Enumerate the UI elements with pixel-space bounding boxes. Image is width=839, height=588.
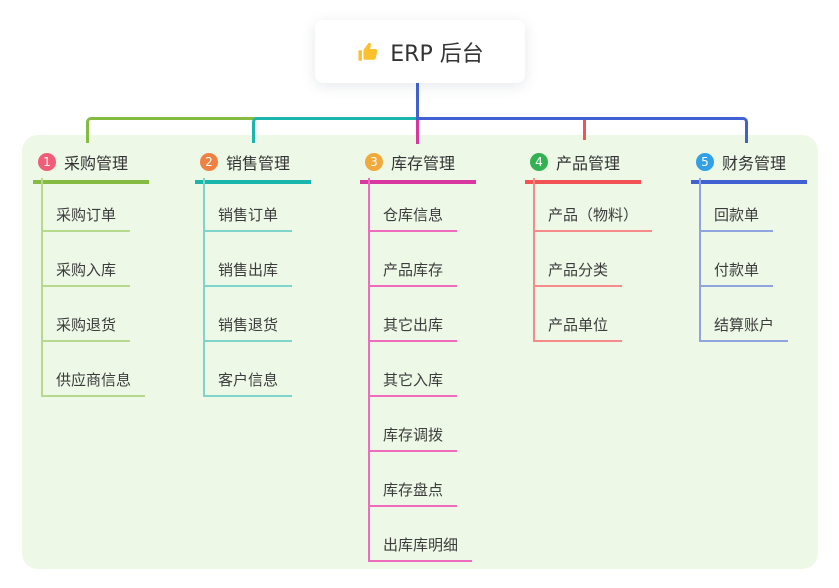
subtopic-node[interactable]: 结算账户 — [699, 314, 789, 342]
connector-branch-5 — [417, 117, 748, 143]
mind-map-panel — [22, 135, 818, 569]
root-topic-label: ERP 后台 — [390, 41, 484, 67]
topic-node[interactable]: 5 财务管理 — [691, 150, 807, 184]
topic-label: 产品管理 — [556, 154, 621, 173]
subtopic-node[interactable]: 其它出库 — [368, 314, 458, 342]
connector-branch-4 — [583, 120, 586, 140]
branch-number-badge: 2 — [200, 153, 218, 171]
branch-spine — [368, 178, 370, 562]
branch-spine — [203, 178, 205, 397]
subtopic-node[interactable]: 产品（物料） — [533, 204, 653, 232]
topic-label: 采购管理 — [64, 154, 129, 173]
subtopic-node[interactable]: 客户信息 — [203, 369, 293, 397]
subtopic-node[interactable]: 供应商信息 — [41, 369, 146, 397]
branch-number-badge: 4 — [530, 153, 548, 171]
connector-branch-1 — [86, 117, 417, 143]
connector-root-stem — [416, 83, 419, 120]
topic-node[interactable]: 2 销售管理 — [195, 150, 311, 184]
subtopic-node[interactable]: 库存盘点 — [368, 479, 458, 507]
subtopic-node[interactable]: 仓库信息 — [368, 204, 458, 232]
subtopic-node[interactable]: 产品单位 — [533, 314, 623, 342]
subtopic-node[interactable]: 采购入库 — [41, 259, 131, 287]
topic-node[interactable]: 3 库存管理 — [360, 150, 476, 184]
subtopic-node[interactable]: 销售出库 — [203, 259, 293, 287]
topic-label: 销售管理 — [226, 154, 291, 173]
subtopic-node[interactable]: 销售退货 — [203, 314, 293, 342]
subtopic-node[interactable]: 出库库明细 — [368, 534, 473, 562]
thumbs-up-icon — [356, 40, 380, 64]
subtopic-node[interactable]: 采购订单 — [41, 204, 131, 232]
connector-branch-3 — [416, 120, 419, 144]
branch-number-badge: 1 — [38, 153, 56, 171]
topic-node[interactable]: 1 采购管理 — [33, 150, 149, 184]
root-topic[interactable]: ERP 后台 — [315, 20, 525, 83]
topic-label: 财务管理 — [722, 154, 787, 173]
branch-spine — [699, 178, 701, 342]
subtopic-node[interactable]: 其它入库 — [368, 369, 458, 397]
subtopic-node[interactable]: 付款单 — [699, 259, 774, 287]
branch-spine — [41, 178, 43, 397]
topic-node[interactable]: 4 产品管理 — [525, 150, 641, 184]
connector-branch-2 — [252, 117, 417, 143]
subtopic-node[interactable]: 产品分类 — [533, 259, 623, 287]
subtopic-node[interactable]: 采购退货 — [41, 314, 131, 342]
topic-label: 库存管理 — [391, 154, 456, 173]
branch-number-badge: 3 — [365, 153, 383, 171]
subtopic-node[interactable]: 库存调拨 — [368, 424, 458, 452]
subtopic-node[interactable]: 产品库存 — [368, 259, 458, 287]
subtopic-node[interactable]: 回款单 — [699, 204, 774, 232]
subtopic-node[interactable]: 销售订单 — [203, 204, 293, 232]
branch-spine — [533, 178, 535, 342]
branch-number-badge: 5 — [696, 153, 714, 171]
